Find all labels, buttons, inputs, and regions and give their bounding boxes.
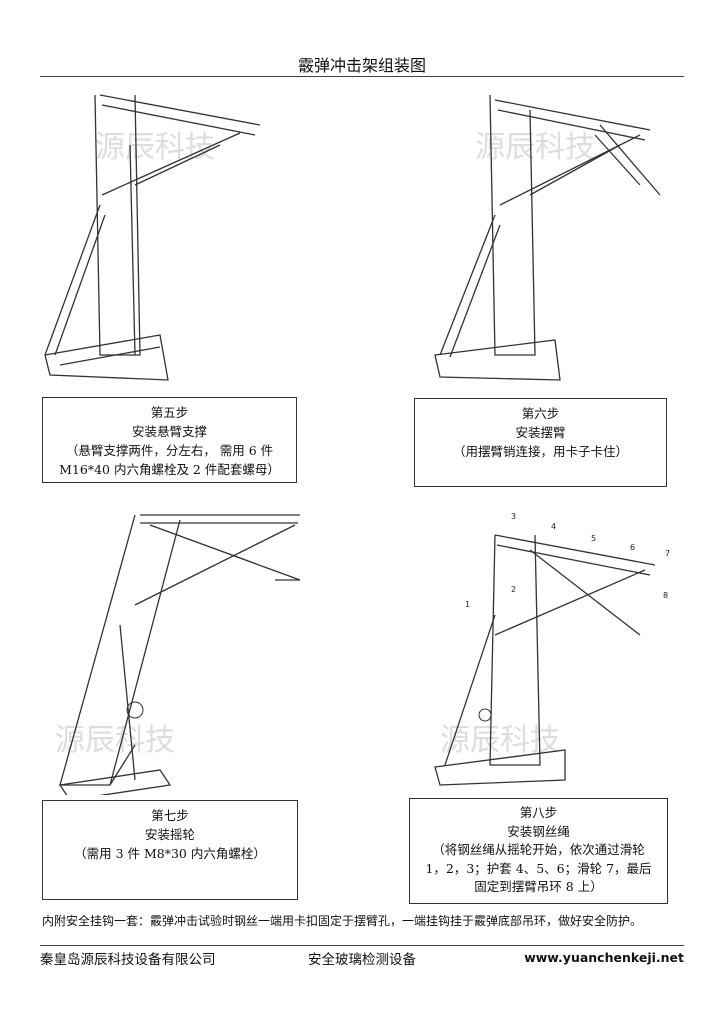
part-label-5: 5 [591, 534, 596, 543]
part-label-1: 1 [465, 600, 470, 609]
step-detail: 1，2，3；护套 4、5、6；滑轮 7，最后 [425, 860, 652, 876]
step5-box: 第五步 安装悬臂支撑 （悬臂支撑两件，分左右， 需用 6 件 M16*40 内六… [42, 397, 297, 483]
part-label-8: 8 [663, 591, 668, 600]
step-name: 安装摇轮 [144, 827, 195, 842]
watermark: 源辰科技 [95, 130, 215, 165]
step8-drawing: 源辰科技 1 2 3 4 5 6 7 8 [434, 512, 670, 786]
step-detail: （用摆臂销连接，用卡子卡住） [452, 444, 628, 459]
cantilever-arm [99, 94, 261, 126]
base-frame [44, 334, 169, 381]
part-label-3: 3 [511, 512, 516, 521]
frame-upright [94, 94, 141, 356]
step-detail: （需用 3 件 M8*30 内六角螺栓） [74, 846, 266, 861]
step6-box: 第六步 安装摆臂 （用摆臂销连接，用卡子卡住） [414, 398, 667, 487]
step-detail: M16*40 内六角螺栓及 2 件配套螺母） [59, 462, 280, 477]
step-number: 第六步 [521, 406, 560, 421]
step-name: 安装摆臂 [515, 425, 566, 440]
step6-drawing: 源辰科技 [434, 94, 661, 381]
part-label-6: 6 [630, 543, 635, 552]
step5-drawing: 源辰科技 [44, 94, 261, 381]
step7-drawing: 源辰科技 [55, 514, 301, 795]
step8-box: 第八步 安装钢丝绳 （将钢丝绳从摇轮开始，依次通过滑轮 1，2，3；护套 4、5… [409, 798, 668, 904]
part-label-4: 4 [551, 522, 556, 531]
arm-brace [101, 132, 241, 196]
step-number: 第七步 [151, 808, 189, 823]
watermark: 源辰科技 [475, 130, 595, 165]
step-number: 第五步 [150, 405, 189, 420]
header-divider [40, 76, 684, 77]
rear-strut [44, 204, 101, 356]
footer-divider [40, 945, 684, 946]
step-detail: （悬臂支撑两件，分左右， 需用 6 件 [65, 443, 274, 458]
footer-website[interactable]: www.yuanchenkeji.net [524, 950, 684, 965]
step-number: 第八步 [519, 805, 558, 820]
part-label-2: 2 [511, 585, 516, 594]
step-detail: （将钢丝绳从摇轮开始，依次通过滑轮 [432, 842, 645, 857]
page-title: 霰弹冲击架组装图 [297, 56, 426, 75]
part-label-7: 7 [665, 549, 670, 558]
footer-company: 秦皇岛源辰科技设备有限公司 [40, 952, 216, 968]
step-name: 安装钢丝绳 [507, 823, 570, 839]
step7-box: 第七步 安装摇轮 （需用 3 件 M8*30 内六角螺栓） [42, 800, 298, 900]
footer-product: 安全玻璃检测设备 [308, 952, 416, 968]
step-name: 安装悬臂支撑 [131, 424, 207, 439]
safety-note: 内附安全挂钩一套：霰弹冲击试验时钢丝一端用卡扣固定于摆臂孔，一端挂钩挂于霰弹底部… [42, 914, 643, 928]
step-detail: 固定到摆臂吊环 8 上） [474, 879, 603, 894]
